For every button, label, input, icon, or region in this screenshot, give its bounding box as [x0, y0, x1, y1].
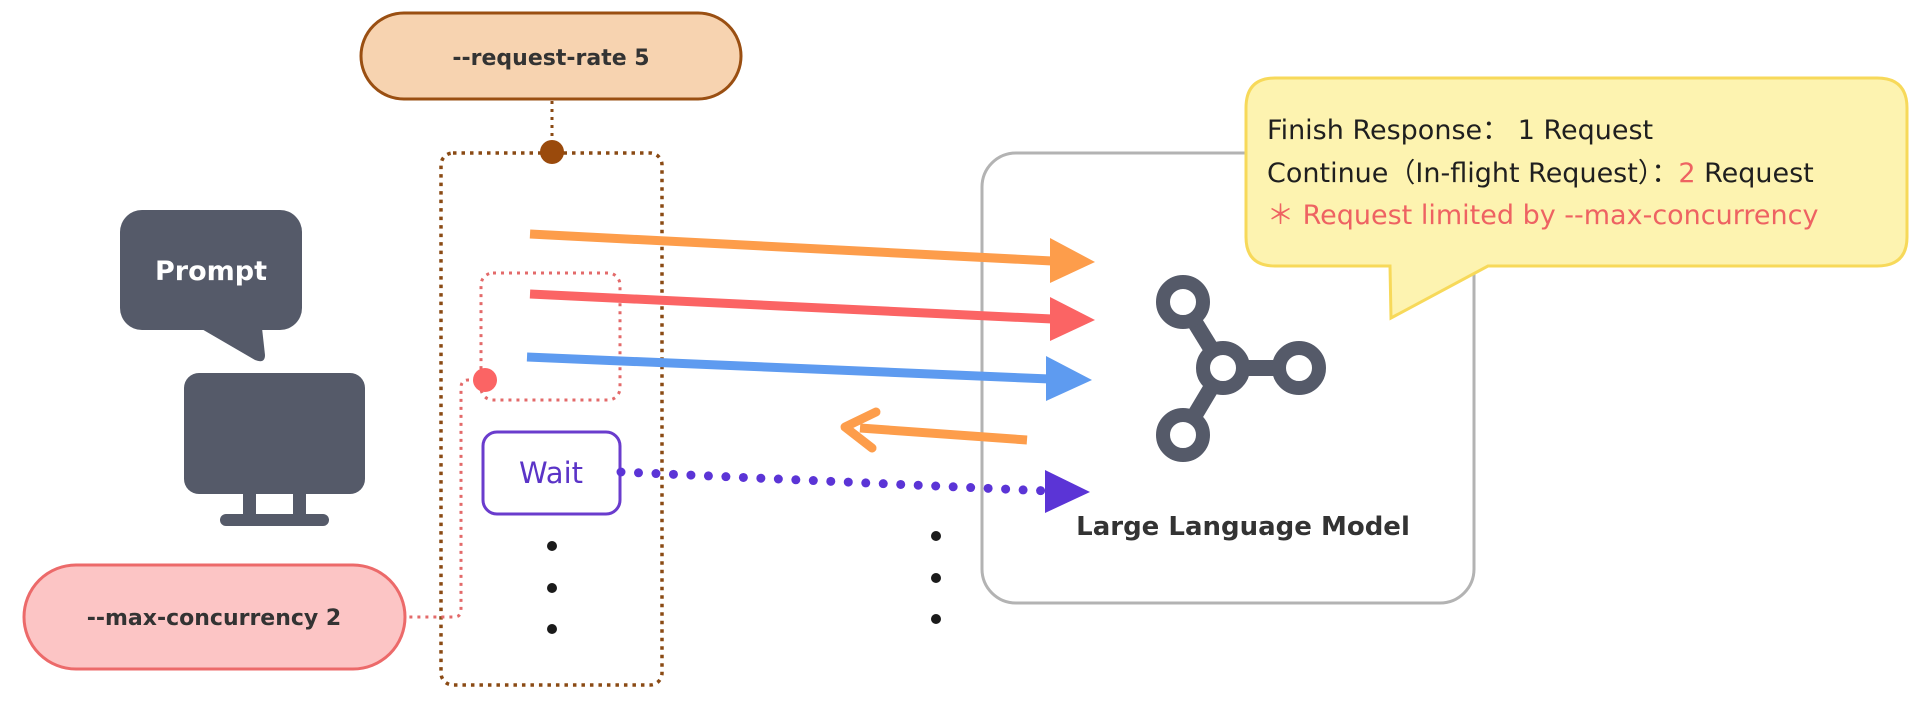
- speech-bubble-icon: Prompt: [120, 210, 302, 362]
- waiting-arrow-dot: [721, 472, 731, 482]
- note-in-flight-suffix: Request: [1696, 158, 1814, 189]
- waiting-arrow-dot: [616, 467, 626, 477]
- request-arrow-blue: [526, 352, 1092, 401]
- note-in-flight-prefix: Continue（In-flight Request）：: [1267, 158, 1678, 189]
- prompt-label: Prompt: [155, 256, 267, 287]
- waiting-arrow-dot: [896, 479, 906, 489]
- concurrency-anchor-dot: [473, 368, 497, 392]
- max-concurrency-connector: [406, 378, 485, 619]
- waiting-arrow-dot: [703, 471, 713, 481]
- waiting-arrow-dot: [633, 468, 643, 478]
- waiting-arrow-dot: [983, 483, 993, 493]
- waiting-arrow-dot: [826, 476, 836, 486]
- note-in-flight-count: 2: [1678, 158, 1695, 189]
- waiting-arrow-dot: [808, 476, 818, 486]
- llm-ellipsis: [931, 531, 941, 624]
- waiting-arrow-dot: [878, 479, 888, 489]
- max-concurrency-node: --max-concurrency 2: [22, 563, 407, 671]
- wait-node: Wait: [481, 430, 622, 516]
- waiting-arrow-dot: [1018, 485, 1028, 495]
- waiting-arrow-dot: [1036, 486, 1046, 496]
- waiting-arrow-purple: [616, 467, 1046, 496]
- request-rate-label: --request-rate 5: [452, 46, 649, 71]
- waiting-arrow-head: [1045, 470, 1090, 513]
- llm-label: Large Language Model: [1076, 512, 1410, 542]
- waiting-arrow-dot: [651, 469, 661, 479]
- wait-label: Wait: [519, 456, 583, 490]
- waiting-arrow-dot: [861, 478, 871, 488]
- waiting-arrow-dot: [738, 472, 748, 482]
- waiting-arrow-dot: [843, 477, 853, 487]
- waiting-arrow-dot: [756, 473, 766, 483]
- request-queue-box: [439, 151, 664, 687]
- request-rate-node: --request-rate 5: [359, 11, 743, 101]
- waiting-arrow-dot: [773, 474, 783, 484]
- waiting-arrow-dot: [1001, 484, 1011, 494]
- response-arrow-orange: [840, 407, 1028, 453]
- monitor-icon: [184, 373, 365, 526]
- max-concurrency-label: --max-concurrency 2: [87, 606, 342, 631]
- waiting-arrow-dot: [668, 469, 678, 479]
- note-concurrency-warning: ＊ Request limited by --max-concurrency: [1267, 200, 1818, 231]
- waiting-arrow-dot: [948, 482, 958, 492]
- waiting-arrow-dot: [791, 475, 801, 485]
- waiting-arrow-dot: [686, 470, 696, 480]
- network-nodes-icon: [1156, 275, 1326, 462]
- status-note-callout: Finish Response： 1 Request Continue（In-f…: [1244, 76, 1909, 321]
- concurrency-group-box: [479, 271, 622, 402]
- note-finish-response: Finish Response： 1 Request: [1267, 115, 1653, 146]
- request-arrow-red: [529, 289, 1095, 341]
- queue-ellipsis: [547, 541, 557, 634]
- waiting-arrow-dot: [913, 480, 923, 490]
- request-arrow-orange: [529, 229, 1095, 283]
- note-in-flight: Continue（In-flight Request）：2 Request: [1267, 158, 1814, 189]
- waiting-arrow-dot: [931, 481, 941, 491]
- request-rate-anchor-dot: [540, 140, 564, 164]
- waiting-arrow-dot: [966, 483, 976, 493]
